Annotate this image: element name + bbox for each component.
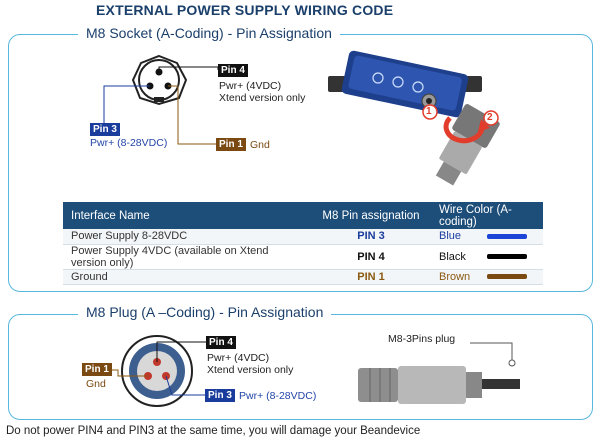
step-1-label: 1 bbox=[426, 106, 432, 117]
warning-footer: Do not power PIN4 and PIN3 at the same t… bbox=[6, 425, 421, 437]
wire-swatch bbox=[487, 254, 527, 260]
plug-pin3-label: Pin 3 bbox=[205, 389, 235, 402]
socket-pin1-label: Pin 1 bbox=[216, 138, 246, 151]
row-pin: PIN 1 bbox=[311, 269, 431, 285]
plug-pin1-desc: Gnd bbox=[86, 378, 106, 390]
connector-label: M8-3Pins plug bbox=[388, 333, 456, 345]
m8-plug-illustration bbox=[358, 368, 398, 402]
step-2-icon bbox=[483, 110, 499, 126]
row-wire-text: Black bbox=[439, 250, 466, 263]
plug-pin3-desc: Pwr+ (8-28VDC) bbox=[239, 390, 317, 402]
interface-table: Interface Name M8 Pin assignation Wire C… bbox=[63, 202, 543, 285]
socket-pin3-desc: Pwr+ (8-28VDC) bbox=[90, 137, 168, 149]
table-row: Power Supply 8-28VDC PIN 3 Blue bbox=[63, 229, 543, 245]
row-interface-name: Power Supply 4VDC (available on Xtend ve… bbox=[63, 244, 311, 270]
socket-pin1-desc: Gnd bbox=[250, 139, 270, 151]
plug-pin4-desc-2: Xtend version only bbox=[207, 364, 294, 376]
socket-pin3-label: Pin 3 bbox=[90, 123, 120, 136]
row-wire-color: Brown bbox=[431, 269, 543, 285]
row-interface-name: Ground bbox=[63, 269, 311, 285]
device-illustration bbox=[328, 50, 500, 186]
header-wire-color: Wire Color (A-coding) bbox=[431, 202, 543, 229]
header-pin-assignation: M8 Pin assignation bbox=[311, 202, 431, 229]
socket-pin4-desc-2: Xtend version only bbox=[219, 92, 306, 104]
table-row: Ground PIN 1 Brown bbox=[63, 269, 543, 285]
main-title: EXTERNAL POWER SUPPLY WIRING CODE bbox=[96, 2, 394, 18]
m8-socket-diagram bbox=[103, 54, 219, 145]
wire-swatch bbox=[487, 233, 527, 239]
plug-pin4-desc: Pwr+ (4VDC) bbox=[207, 352, 270, 364]
table-header-row: Interface Name M8 Pin assignation Wire C… bbox=[63, 202, 543, 229]
plug-panel-title: M8 Plug (A –Coding) - Pin Assignation bbox=[78, 304, 332, 320]
socket-pin4-desc: Pwr+ (4VDC) bbox=[219, 80, 282, 92]
table-row: Power Supply 4VDC (available on Xtend ve… bbox=[63, 244, 543, 270]
row-wire-color: Blue bbox=[431, 229, 543, 245]
row-interface-name: Power Supply 8-28VDC bbox=[63, 229, 311, 245]
row-pin: PIN 3 bbox=[311, 229, 431, 245]
header-interface-name: Interface Name bbox=[63, 202, 311, 229]
row-pin: PIN 4 bbox=[311, 244, 431, 270]
plug-pin4-label: Pin 4 bbox=[206, 336, 236, 349]
wire-swatch bbox=[487, 274, 527, 280]
row-wire-text: Brown bbox=[439, 270, 471, 283]
socket-pin4-label: Pin 4 bbox=[218, 64, 248, 77]
socket-panel-title: M8 Socket (A-Coding) - Pin Assignation bbox=[78, 25, 340, 41]
row-wire-color: Black bbox=[431, 244, 543, 270]
plug-pin1-label: Pin 1 bbox=[82, 363, 112, 376]
step-1-icon bbox=[422, 104, 438, 120]
step-2-label: 2 bbox=[487, 112, 493, 123]
row-wire-text: Blue bbox=[439, 230, 462, 243]
